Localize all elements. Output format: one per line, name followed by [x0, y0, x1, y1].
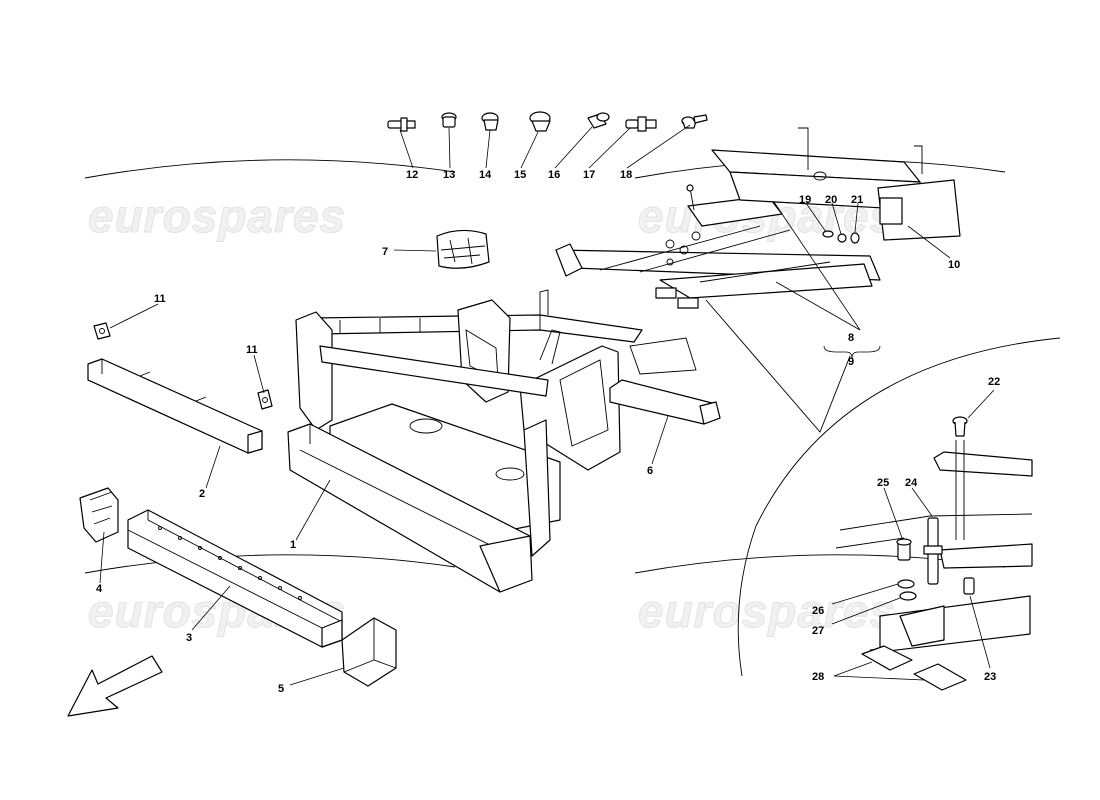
callout-28: 28	[812, 671, 824, 683]
subframe-8-9	[555, 184, 881, 309]
bracket-11a	[93, 322, 111, 340]
callout-23: 23	[984, 671, 996, 683]
callout-9: 9	[848, 356, 854, 368]
detail-arc	[737, 337, 1061, 677]
callout-17: 17	[583, 169, 595, 181]
washers-19-21	[822, 230, 860, 244]
callout-14: 14	[479, 169, 492, 181]
callout-16: 16	[548, 169, 560, 181]
bracket-4	[79, 487, 119, 543]
callout-21: 21	[851, 194, 863, 206]
callout-22: 22	[988, 376, 1000, 388]
callout-19: 19	[799, 194, 811, 206]
callout-1: 1	[290, 539, 296, 551]
fasteners-row	[387, 111, 708, 132]
callout-15: 15	[514, 169, 526, 181]
leader-lines	[99, 124, 995, 686]
strut-6	[609, 337, 721, 425]
callout-25: 25	[877, 477, 889, 489]
detail-line	[705, 299, 851, 433]
side-rail-2	[87, 358, 263, 454]
callout-11b: 11	[246, 344, 258, 356]
bush-15	[529, 111, 551, 132]
callout-8: 8	[848, 332, 854, 344]
callout-26: 26	[812, 605, 824, 617]
spacer-14	[481, 112, 499, 131]
callouts: 1 2 3 4 5 6 7 8 9 10 11 11 12 13 14 15 1…	[96, 169, 1000, 695]
nut-13	[441, 112, 457, 128]
bolt-12	[387, 117, 416, 132]
direction-arrow	[67, 655, 163, 717]
main-frame-1	[287, 289, 643, 593]
callout-20: 20	[825, 194, 837, 206]
detail-assembly	[835, 416, 1033, 691]
callout-12: 12	[406, 169, 418, 181]
callout-6: 6	[647, 465, 653, 477]
bolt-17	[625, 116, 657, 132]
bracket-5	[341, 617, 397, 687]
callout-4: 4	[96, 583, 103, 595]
watermark-top-left: eurospares	[88, 190, 346, 242]
cover-7	[436, 229, 490, 269]
callout-18: 18	[620, 169, 632, 181]
callout-10: 10	[948, 259, 960, 271]
callout-2: 2	[199, 488, 205, 500]
callout-24: 24	[905, 477, 918, 489]
crossmember-10	[711, 127, 961, 241]
callout-3: 3	[186, 632, 192, 644]
bracket-11b	[257, 389, 273, 410]
callout-5: 5	[278, 683, 284, 695]
screw-18	[681, 114, 708, 129]
lower-rail-3	[127, 509, 343, 648]
bush-16	[587, 112, 610, 129]
callout-7: 7	[382, 246, 388, 258]
watermark-bottom-right: eurospares	[638, 585, 896, 637]
callout-27: 27	[812, 625, 824, 637]
callout-11a: 11	[154, 293, 166, 305]
callout-13: 13	[443, 169, 455, 181]
